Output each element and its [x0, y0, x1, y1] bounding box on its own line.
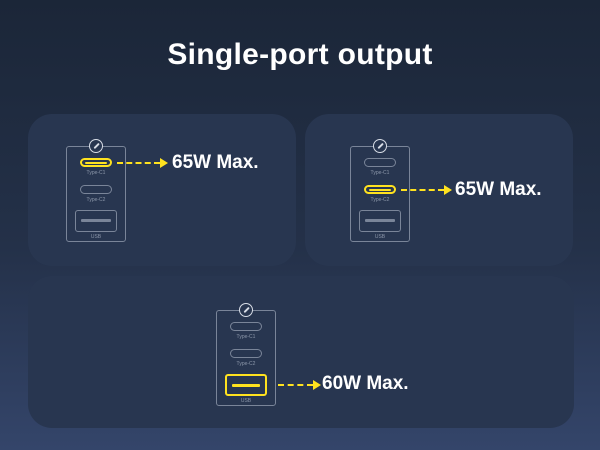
brand-logo-icon [89, 139, 103, 153]
panel-type-c2: Type-C1 Type-C2 USB 65W Max. [305, 114, 573, 266]
power-output-label: 60W Max. [322, 373, 409, 394]
port-label-c1: Type-C1 [370, 170, 390, 176]
port-type-c1 [364, 158, 396, 167]
power-output-label: 65W Max. [455, 179, 542, 200]
port-type-c2 [230, 349, 262, 358]
port-label-usb: USB [374, 234, 386, 240]
port-label-c1: Type-C1 [236, 334, 256, 340]
panel-usb: Type-C1 Type-C2 USB 60W Max. [28, 276, 574, 428]
power-output-label: 65W Max. [172, 152, 259, 173]
port-label-c2: Type-C2 [236, 361, 256, 367]
charger-outline: Type-C1 Type-C2 USB [66, 139, 126, 242]
port-type-c1-highlighted [80, 158, 112, 167]
charger-outline: Type-C1 Type-C2 USB [216, 303, 276, 406]
port-label-usb: USB [240, 398, 252, 404]
arrow-icon [401, 185, 452, 195]
port-label-c2: Type-C2 [86, 197, 106, 203]
arrow-icon [117, 158, 168, 168]
page-title: Single-port output [167, 38, 433, 71]
port-type-c2-highlighted [364, 185, 396, 194]
port-label-usb: USB [90, 234, 102, 240]
port-usb [359, 210, 401, 232]
brand-logo-icon [373, 139, 387, 153]
brand-logo-icon [239, 303, 253, 317]
arrow-icon [278, 380, 321, 390]
charger-outline: Type-C1 Type-C2 USB [350, 139, 410, 242]
port-usb [75, 210, 117, 232]
panel-type-c1: Type-C1 Type-C2 USB 65W Max. [28, 114, 296, 266]
port-type-c1 [230, 322, 262, 331]
port-label-c2: Type-C2 [370, 197, 390, 203]
port-usb-highlighted [225, 374, 267, 396]
port-type-c2 [80, 185, 112, 194]
port-label-c1: Type-C1 [86, 170, 106, 176]
